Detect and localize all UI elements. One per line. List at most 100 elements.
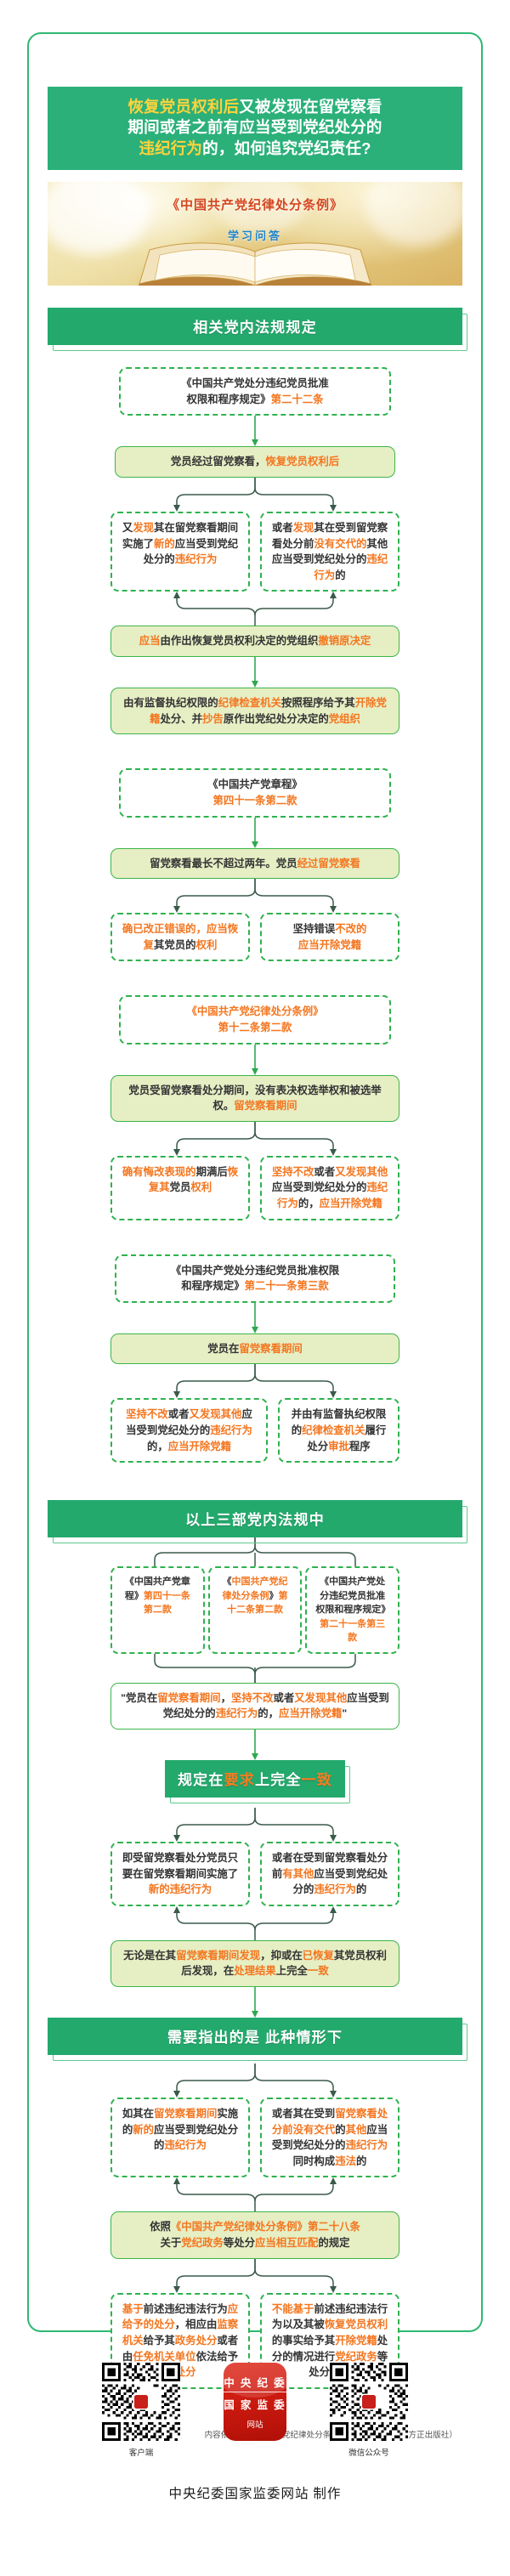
section-2-subbanner: 规定在要求上完全一致: [165, 1760, 350, 1803]
flow-group-3: 《中国共产党纪律处分条例》 第十二条第二款 党员受留党察看处分期间，没有表决权选…: [48, 995, 462, 1220]
section-3-banner: 需要指出的是 此种情形下: [48, 2018, 468, 2062]
s8-b: 《中国共产党纪律处分条例》: [170, 2221, 308, 2233]
connector-split-2: [173, 2064, 337, 2098]
statement-4-b: 经过留党察看: [297, 857, 360, 869]
law-ref-1-line1: 《中国共产党处分违纪党员批准: [181, 377, 329, 390]
branch-node-5-left: 即受留党察看处分党员只要在留党察看期间实施了新的违纪行为: [110, 1842, 250, 1906]
book-glow-left: [48, 182, 150, 256]
flow-group-5: 《中国共产党章程》第四十一条第二款 《中国共产党纪律处分条例》第十二条第二款 《…: [48, 1537, 462, 2018]
app-icon[interactable]: 中 央 纪 委 国 家 监 委 网站: [224, 2363, 286, 2441]
law-ref-node-2: 《中国共产党章程》 第四十一条第二款: [119, 768, 391, 818]
branch-node-4-right: 并由有监督执纪权限的纪律检查机关履行处分审批程序: [278, 1398, 400, 1464]
ref-node-1: 《中国共产党章程》第四十一条第二款: [110, 1566, 205, 1654]
law-ref-2-line1: 《中国共产党章程》: [207, 778, 303, 791]
statement-4-a: 留党察看最长不超过两年。党员: [150, 857, 298, 869]
title-rest-1: 又被发现在留党察看: [239, 98, 382, 116]
statement-5-b: 留党察看期间: [234, 1100, 298, 1112]
law-ref-4-line2-a: 和程序规定》: [181, 1280, 245, 1293]
outer-frame: 恢复党员权利后又被发现在留党察看 期间或者之前有应当受到党纪处分的 违纪行为的，…: [27, 32, 483, 2440]
connector-straight: [252, 1987, 258, 2018]
title-line-3: 违纪行为的，如何追究党纪责任?: [56, 139, 454, 159]
s8-a: 依照: [150, 2221, 171, 2233]
subbanner-c: 上完全: [255, 1772, 302, 1788]
branch-row-5: 即受留党察看处分党员只要在留党察看期间实施了新的违纪行为 或者在受到留党察看处分…: [110, 1842, 400, 1906]
qr-code-wechat[interactable]: [330, 2363, 408, 2441]
footer-area: 客户端 中 央 纪 委 国 家 监 委 网站: [0, 2363, 510, 2502]
branch-node-6-right: 或者其在受到留党察看处分前没有交代的其他应当受到党纪处分的违纪行为同时构成违法的: [260, 2098, 400, 2178]
statement-6-b: 留党察看期间: [239, 1342, 303, 1355]
section-1-banner-label: 相关党内法规规定: [193, 320, 317, 337]
statement-node-7: 无论是在其留党察看期间发现，抑或在已恢复其党员权利后发现，在处理结果上完全一致: [110, 1939, 400, 1988]
qr-client-caption: 客户端: [128, 2449, 154, 2458]
flow-group-6: 如其在留党察看期间实施的新的应当受到党纪处分的违纪行为 或者其在受到留党察看处分…: [48, 2055, 462, 2389]
ref-node-2: 《中国共产党纪律处分条例》第十二条第二款: [207, 1566, 303, 1654]
qr-code-client-icon: [102, 2363, 180, 2441]
banner-body: 规定在要求上完全一致: [165, 1760, 345, 1798]
branch-row-1: 又发现其在留党察看期间实施了新的应当受到党纪处分的违纪行为 或者发现其在受到留党…: [110, 512, 400, 592]
qr-code-client[interactable]: [102, 2363, 180, 2441]
connector-straight: [252, 416, 258, 447]
statement-8-line2: 关于党纪政务等处分应当相互匹配的规定: [120, 2235, 390, 2251]
law-ref-1-line2-b: 第二十二条: [270, 393, 324, 405]
branch-node-4-left: 坚持不改或者又发现其他应当受到党纪处分的违纪行为的，应当开除党籍: [110, 1398, 268, 1464]
branch-row-4: 坚持不改或者又发现其他应当受到党纪处分的违纪行为的，应当开除党籍 并由有监督执纪…: [110, 1398, 400, 1464]
s8-c: 第二十八条: [307, 2221, 360, 2233]
s8-h: 的规定: [318, 2237, 350, 2250]
section-2-banner-label: 以上三部党内法规中: [185, 1512, 325, 1529]
s8-d: 关于: [160, 2237, 182, 2250]
title-highlight-1: 恢复党员权利后: [128, 98, 240, 116]
law-ref-2-line2: 第四十一条第二款: [212, 794, 298, 807]
branch-node-1-left: 又发现其在留党察看期间实施了新的应当受到党纪处分的违纪行为: [110, 512, 250, 592]
connector-split-3: [154, 1537, 356, 1567]
branch-node-1-right: 或者发现其在受到留党察看处分前没有交代的其他应当受到党纪处分的违纪行为的: [260, 512, 400, 592]
statement-node-2: 应当由作出恢复党员权利决定的党组织撤销原决定: [110, 626, 400, 658]
book-title: 《中国共产党纪律处分条例》: [166, 199, 343, 213]
flow-content: 《中国共产党处分违纪党员批准 权限和程序规定》第二十二条 党员经过留党察看，恢复…: [29, 367, 481, 1464]
connector-merge-2: [173, 2177, 337, 2212]
book-banner-text: 《中国共产党纪律处分条例》 学习问答: [48, 182, 462, 243]
qr-wechat-block: 微信公众号: [328, 2363, 410, 2458]
subbanner-d: 一致: [301, 1772, 333, 1788]
quote-node: "党员在留党察看期间，坚持不改或者又发现其他应当受到党纪处分的违纪行为的，应当开…: [110, 1682, 400, 1730]
connector-split-2: [173, 478, 337, 512]
connector-straight: [252, 657, 258, 688]
made-by-label: 中央纪委国家监委网站 制作: [168, 2487, 342, 2501]
branch-row-6: 如其在留党察看期间实施的新的应当受到党纪处分的违纪行为 或者其在受到留党察看处分…: [110, 2098, 400, 2178]
connector-straight: [252, 1730, 258, 1760]
book-glow-center: [213, 182, 308, 234]
section-1-banner: 相关党内法规规定: [48, 308, 468, 352]
statement-node-3: 由有监督执纪权限的纪律检查机关按照程序给予其开除党籍处分、并抄告原作出党纪处分决…: [110, 688, 400, 735]
title-rest-3: 的，如何追究党纪责任?: [202, 139, 371, 157]
statement-node-8: 依照《中国共产党纪律处分条例》第二十八条 关于党纪政务等处分应当相互匹配的规定: [110, 2211, 400, 2259]
qr-client-block: 客户端: [100, 2363, 182, 2458]
s8-f: 等处分: [223, 2237, 255, 2250]
statement-node-4: 留党察看最长不超过两年。党员经过留党察看: [110, 847, 400, 880]
banner-body: 以上三部党内法规中: [48, 1500, 462, 1538]
page-title: 恢复党员权利后又被发现在留党察看 期间或者之前有应当受到党纪处分的 违纪行为的，…: [48, 87, 462, 171]
open-book-icon: [138, 242, 372, 286]
app-icon-line-1: 中 央 纪 委: [224, 2374, 286, 2392]
book-banner-image: 《中国共产党纪律处分条例》 学习问答: [48, 182, 462, 286]
law-ref-1-line2-a: 权限和程序规定》: [186, 393, 271, 405]
branch-row-3: 确有悔改表现的期满后恢复其党员权利 坚持不改或者又发现其他应当受到党纪处分的违纪…: [110, 1155, 400, 1220]
branch-node-3-left: 确有悔改表现的期满后恢复其党员权利: [110, 1155, 250, 1220]
connector-merge-2: [173, 592, 337, 626]
connector-split-2: [173, 1364, 337, 1399]
statement-1-a: 党员经过留党察看，: [170, 456, 266, 468]
statement-node-5: 党员受留党察看处分期间，没有表决权选举权和被选举权。留党察看期间: [110, 1074, 400, 1122]
connector-straight: [252, 1302, 258, 1333]
law-ref-4-line1: 《中国共产党处分违纪党员批准权限: [170, 1264, 340, 1277]
statement-1-b: 恢复党员权利后: [265, 456, 340, 468]
section-2-content: 《中国共产党章程》第四十一条第二款 《中国共产党纪律处分条例》第十二条第二款 《…: [29, 1537, 481, 2018]
title-line-2: 期间或者之前有应当受到党纪处分的: [128, 118, 382, 137]
law-ref-4-line2: 和程序规定》第二十一条第三款: [125, 1278, 385, 1294]
statement-node-6: 党员在留党察看期间: [110, 1333, 400, 1365]
banner-body: 相关党内法规规定: [48, 308, 462, 346]
app-icon-block: 中 央 纪 委 国 家 监 委 网站: [214, 2363, 296, 2441]
app-icon-line-3: 网站: [246, 2421, 264, 2430]
ref-node-3: 《中国共产党处分违纪党员批准权限和程序规定》第二十一条第三款: [305, 1566, 400, 1654]
app-icon-line-2: 国 家 监 委: [224, 2399, 286, 2411]
section-3-banner-label: 需要指出的是 此种情形下: [167, 2030, 343, 2047]
section-2-banner: 以上三部党内法规中: [48, 1500, 468, 1544]
